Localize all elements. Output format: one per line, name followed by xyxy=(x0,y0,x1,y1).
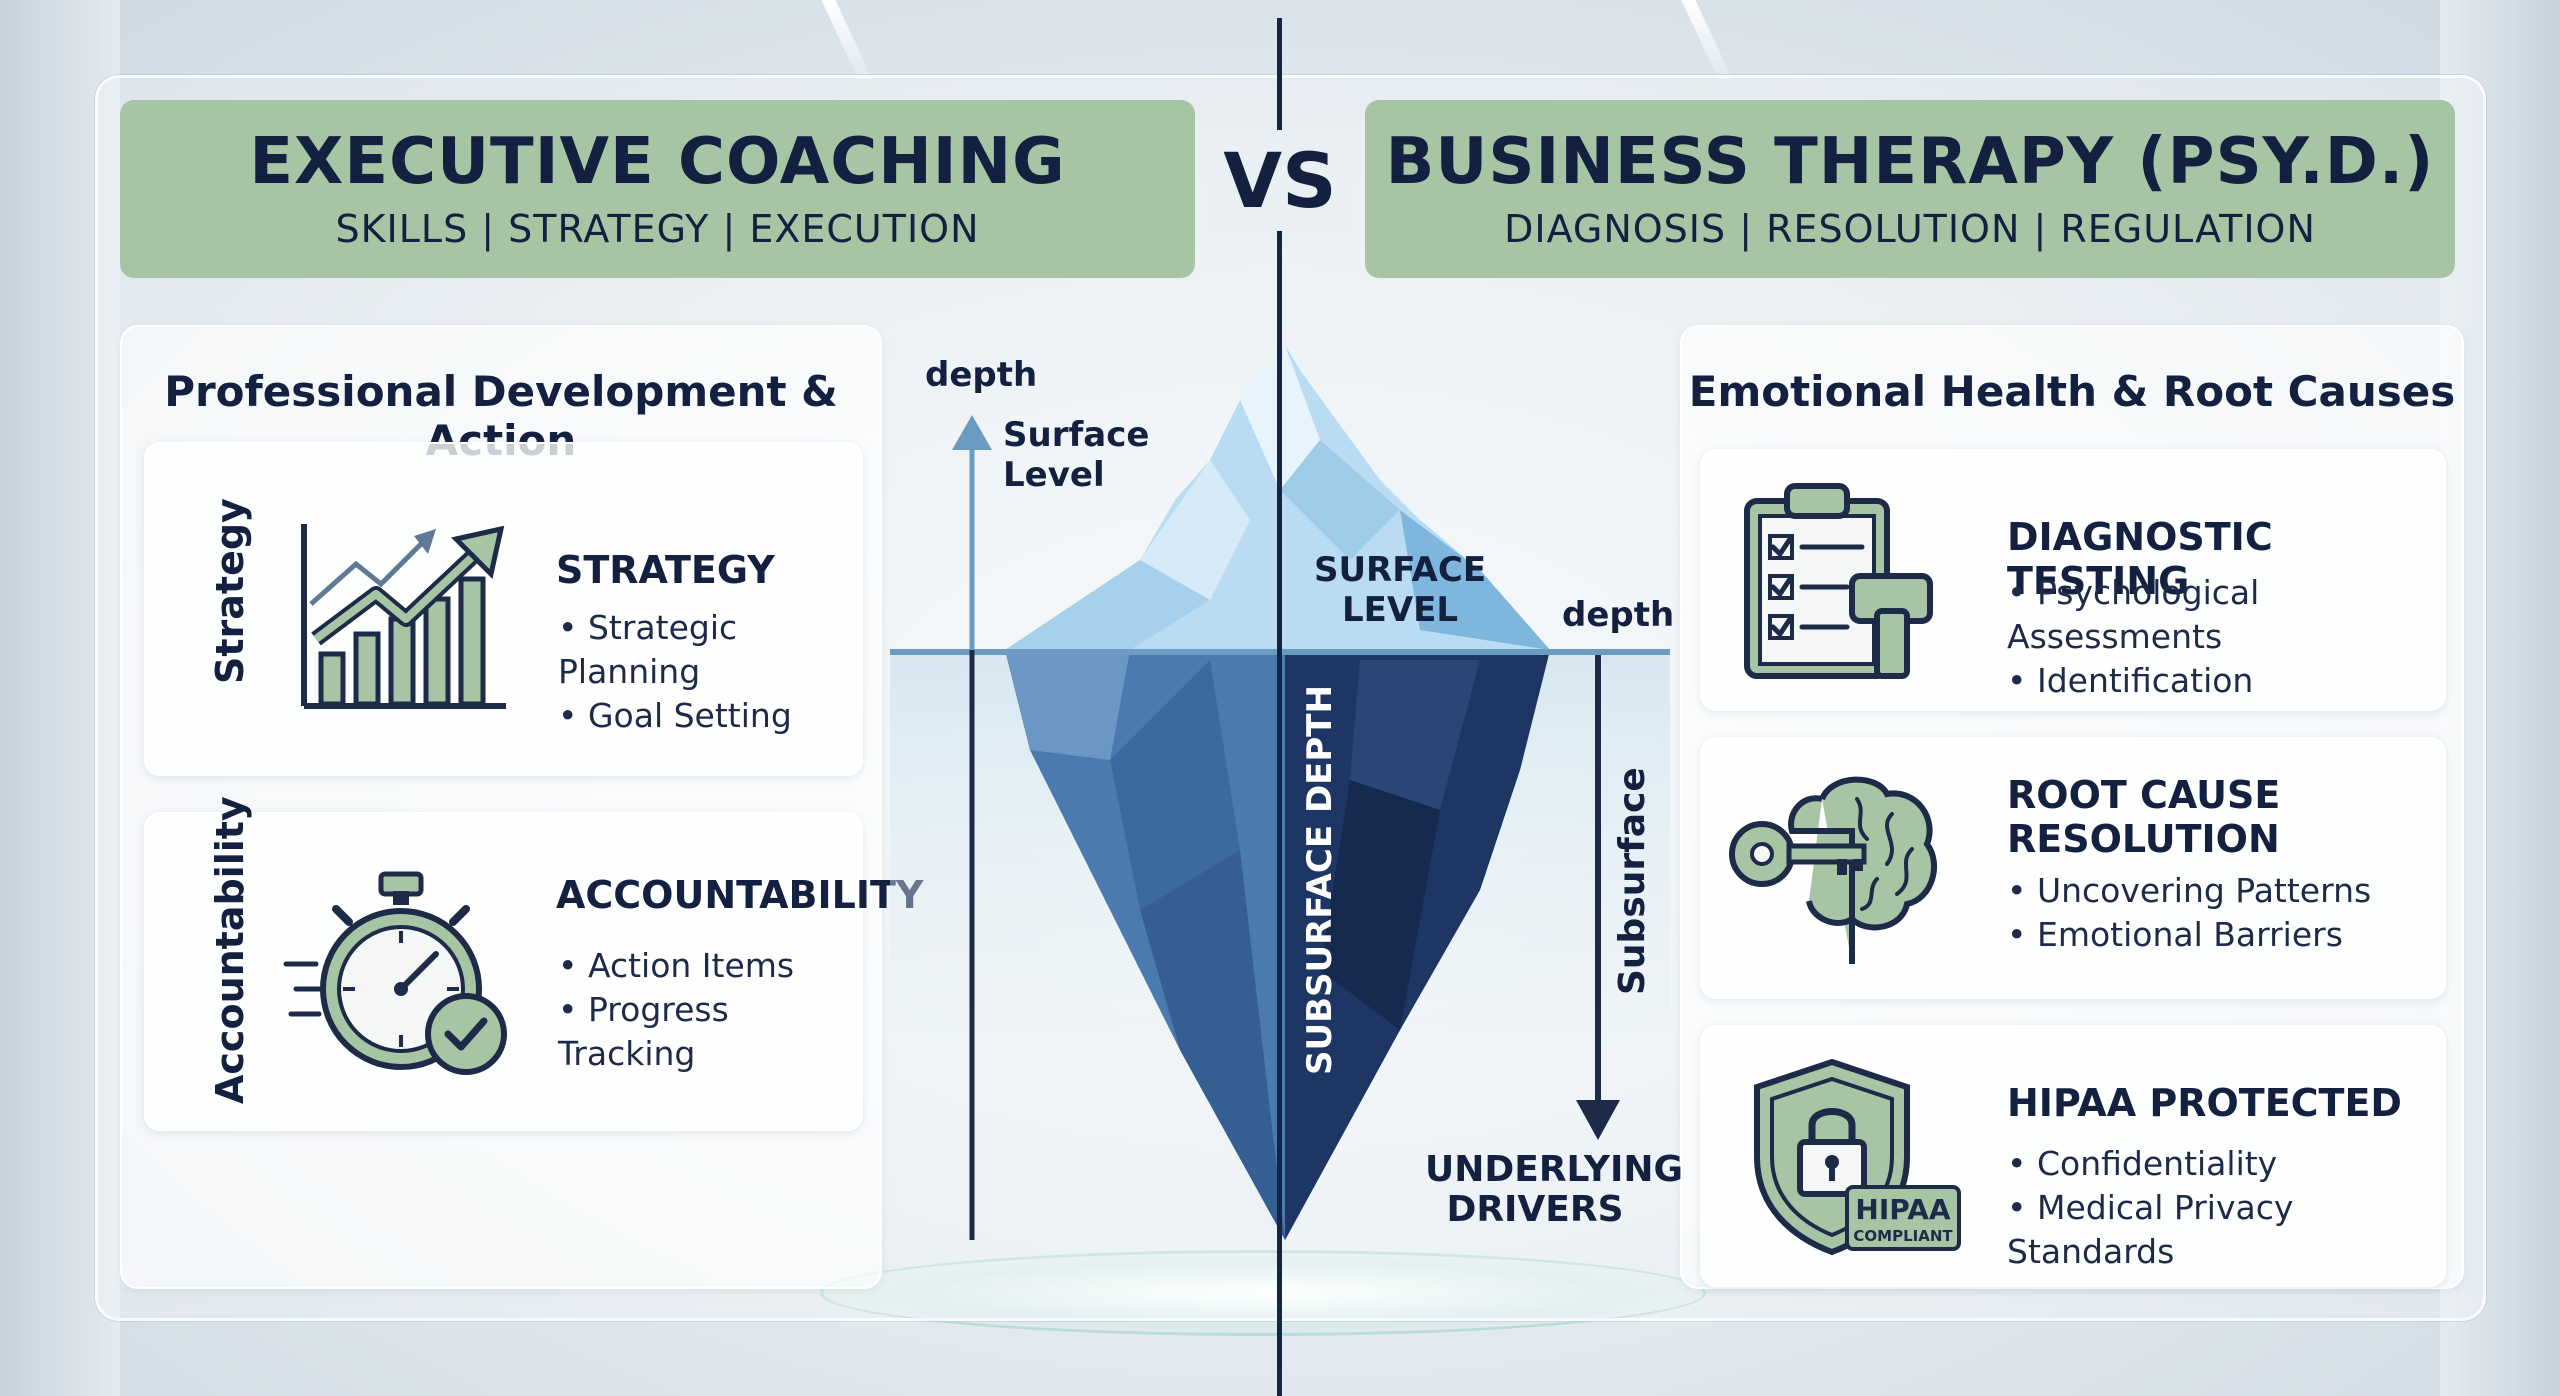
card-heading-line: ROOT CAUSE xyxy=(2007,773,2281,817)
right-panel: Emotional Health & Root Causes DIAGNOSTI… xyxy=(1680,325,2464,1289)
vs-label: VS xyxy=(1215,130,1345,231)
diagnostic-testing-card: DIAGNOSTIC TESTING Psychological Assessm… xyxy=(1700,449,2446,711)
card-bullet-list: Strategic Planning Goal Setting xyxy=(558,606,861,738)
label-line: Level xyxy=(1003,455,1105,495)
stopwatch-check-icon xyxy=(283,871,507,1075)
accountability-card: Accountability ACCOUNTABILITY Ac xyxy=(144,796,923,1131)
root-cause-resolution-card: ROOT CAUSE RESOLUTION Uncovering Pattern… xyxy=(1700,737,2446,999)
list-item: Medical Privacy Standards xyxy=(2007,1186,2444,1274)
ceiling-light xyxy=(1681,0,1733,80)
list-item: Confidentiality xyxy=(2007,1142,2444,1186)
card-heading-line: RESOLUTION xyxy=(2007,816,2280,861)
card-heading: ACCOUNTABILITY xyxy=(556,873,924,917)
card-side-label: Accountability xyxy=(208,796,252,1104)
card-heading: STRATEGY xyxy=(556,548,775,592)
label-line: UNDERLYING xyxy=(1425,1149,1684,1190)
label-line: Surface xyxy=(1003,415,1150,455)
list-item: Strategic Planning xyxy=(558,606,861,694)
list-item: Psychological Assessments xyxy=(2007,571,2444,659)
list-item: Emotional Barriers xyxy=(2007,913,2371,957)
left-panel: Professional Development & Action Strate… xyxy=(120,325,923,1289)
banner-subtitle: SKILLS | STRATEGY | EXECUTION xyxy=(335,207,980,252)
subsurface-depth-label: SUBSURFACE DEPTH xyxy=(1300,685,1340,1075)
subsurface-axis-label: Subsurface xyxy=(1612,767,1653,995)
background-wall-left xyxy=(0,0,120,1396)
right-depth-axis xyxy=(1576,655,1620,1140)
card-heading: ROOT CAUSE RESOLUTION xyxy=(2007,773,2281,861)
left-depth-label: depth xyxy=(925,355,1038,395)
shield-lock-icon: HIPAA COMPLIANT xyxy=(1754,1058,1961,1256)
ceiling-light xyxy=(821,0,873,80)
card-side-label: Strategy xyxy=(208,498,252,684)
hipaa-protected-card: HIPAA COMPLIANT HIPAA PROTECTED Confiden… xyxy=(1700,1025,2446,1287)
card-bullet-list: Action Items Progress Tracking xyxy=(558,944,861,1076)
business-therapy-banner: BUSINESS THERAPY (PSY.D.) DIAGNOSIS | RE… xyxy=(1365,100,2455,278)
surface-level-label: SURFACE LEVEL xyxy=(1300,550,1500,630)
left-depth-axis xyxy=(952,415,992,1240)
badge-text: HIPAA xyxy=(1855,1193,1950,1226)
panel-title: Emotional Health & Root Causes xyxy=(1688,367,2456,416)
executive-coaching-banner: EXECUTIVE COACHING SKILLS | STRATEGY | E… xyxy=(120,100,1195,278)
underlying-drivers-label: UNDERLYING DRIVERS xyxy=(1425,1149,1684,1230)
card-bullet-list: Confidentiality Medical Privacy Standard… xyxy=(2007,1142,2444,1274)
label-line: SURFACE xyxy=(1313,550,1487,590)
surface-level-arrow-label: Surface Level xyxy=(1003,415,1149,495)
card-bullet-list: Uncovering Patterns Emotional Barriers xyxy=(2007,869,2371,957)
list-item: Action Items xyxy=(558,944,861,988)
list-item: Progress Tracking xyxy=(558,988,861,1076)
panel-title: Professional Development & Action xyxy=(164,367,838,465)
pedestal-glow xyxy=(820,1250,1706,1336)
list-item: Goal Setting xyxy=(558,694,861,738)
banner-title: BUSINESS THERAPY (PSY.D.) xyxy=(1385,124,2435,199)
brain-key-icon xyxy=(1729,776,1938,964)
banner-title: EXECUTIVE COACHING xyxy=(249,124,1066,199)
label-line: DRIVERS xyxy=(1446,1189,1624,1230)
card-bullet-list: Psychological Assessments Identification xyxy=(2007,571,2444,703)
list-item: Uncovering Patterns xyxy=(2007,869,2371,913)
clipboard-scanner-icon xyxy=(1744,483,1933,679)
badge-text: COMPLIANT xyxy=(1853,1227,1953,1245)
right-depth-label: depth xyxy=(1562,595,1675,635)
label-line: LEVEL xyxy=(1341,590,1459,630)
strategy-card: Strategy STRATEGY Strategic Planning Goa… xyxy=(144,442,863,776)
banner-subtitle: DIAGNOSIS | RESOLUTION | REGULATION xyxy=(1504,207,2316,252)
card-heading: HIPAA PROTECTED xyxy=(2007,1081,2402,1125)
center-divider xyxy=(1277,18,1282,1396)
growth-chart-icon xyxy=(301,524,506,709)
list-item: Identification xyxy=(2007,659,2444,703)
